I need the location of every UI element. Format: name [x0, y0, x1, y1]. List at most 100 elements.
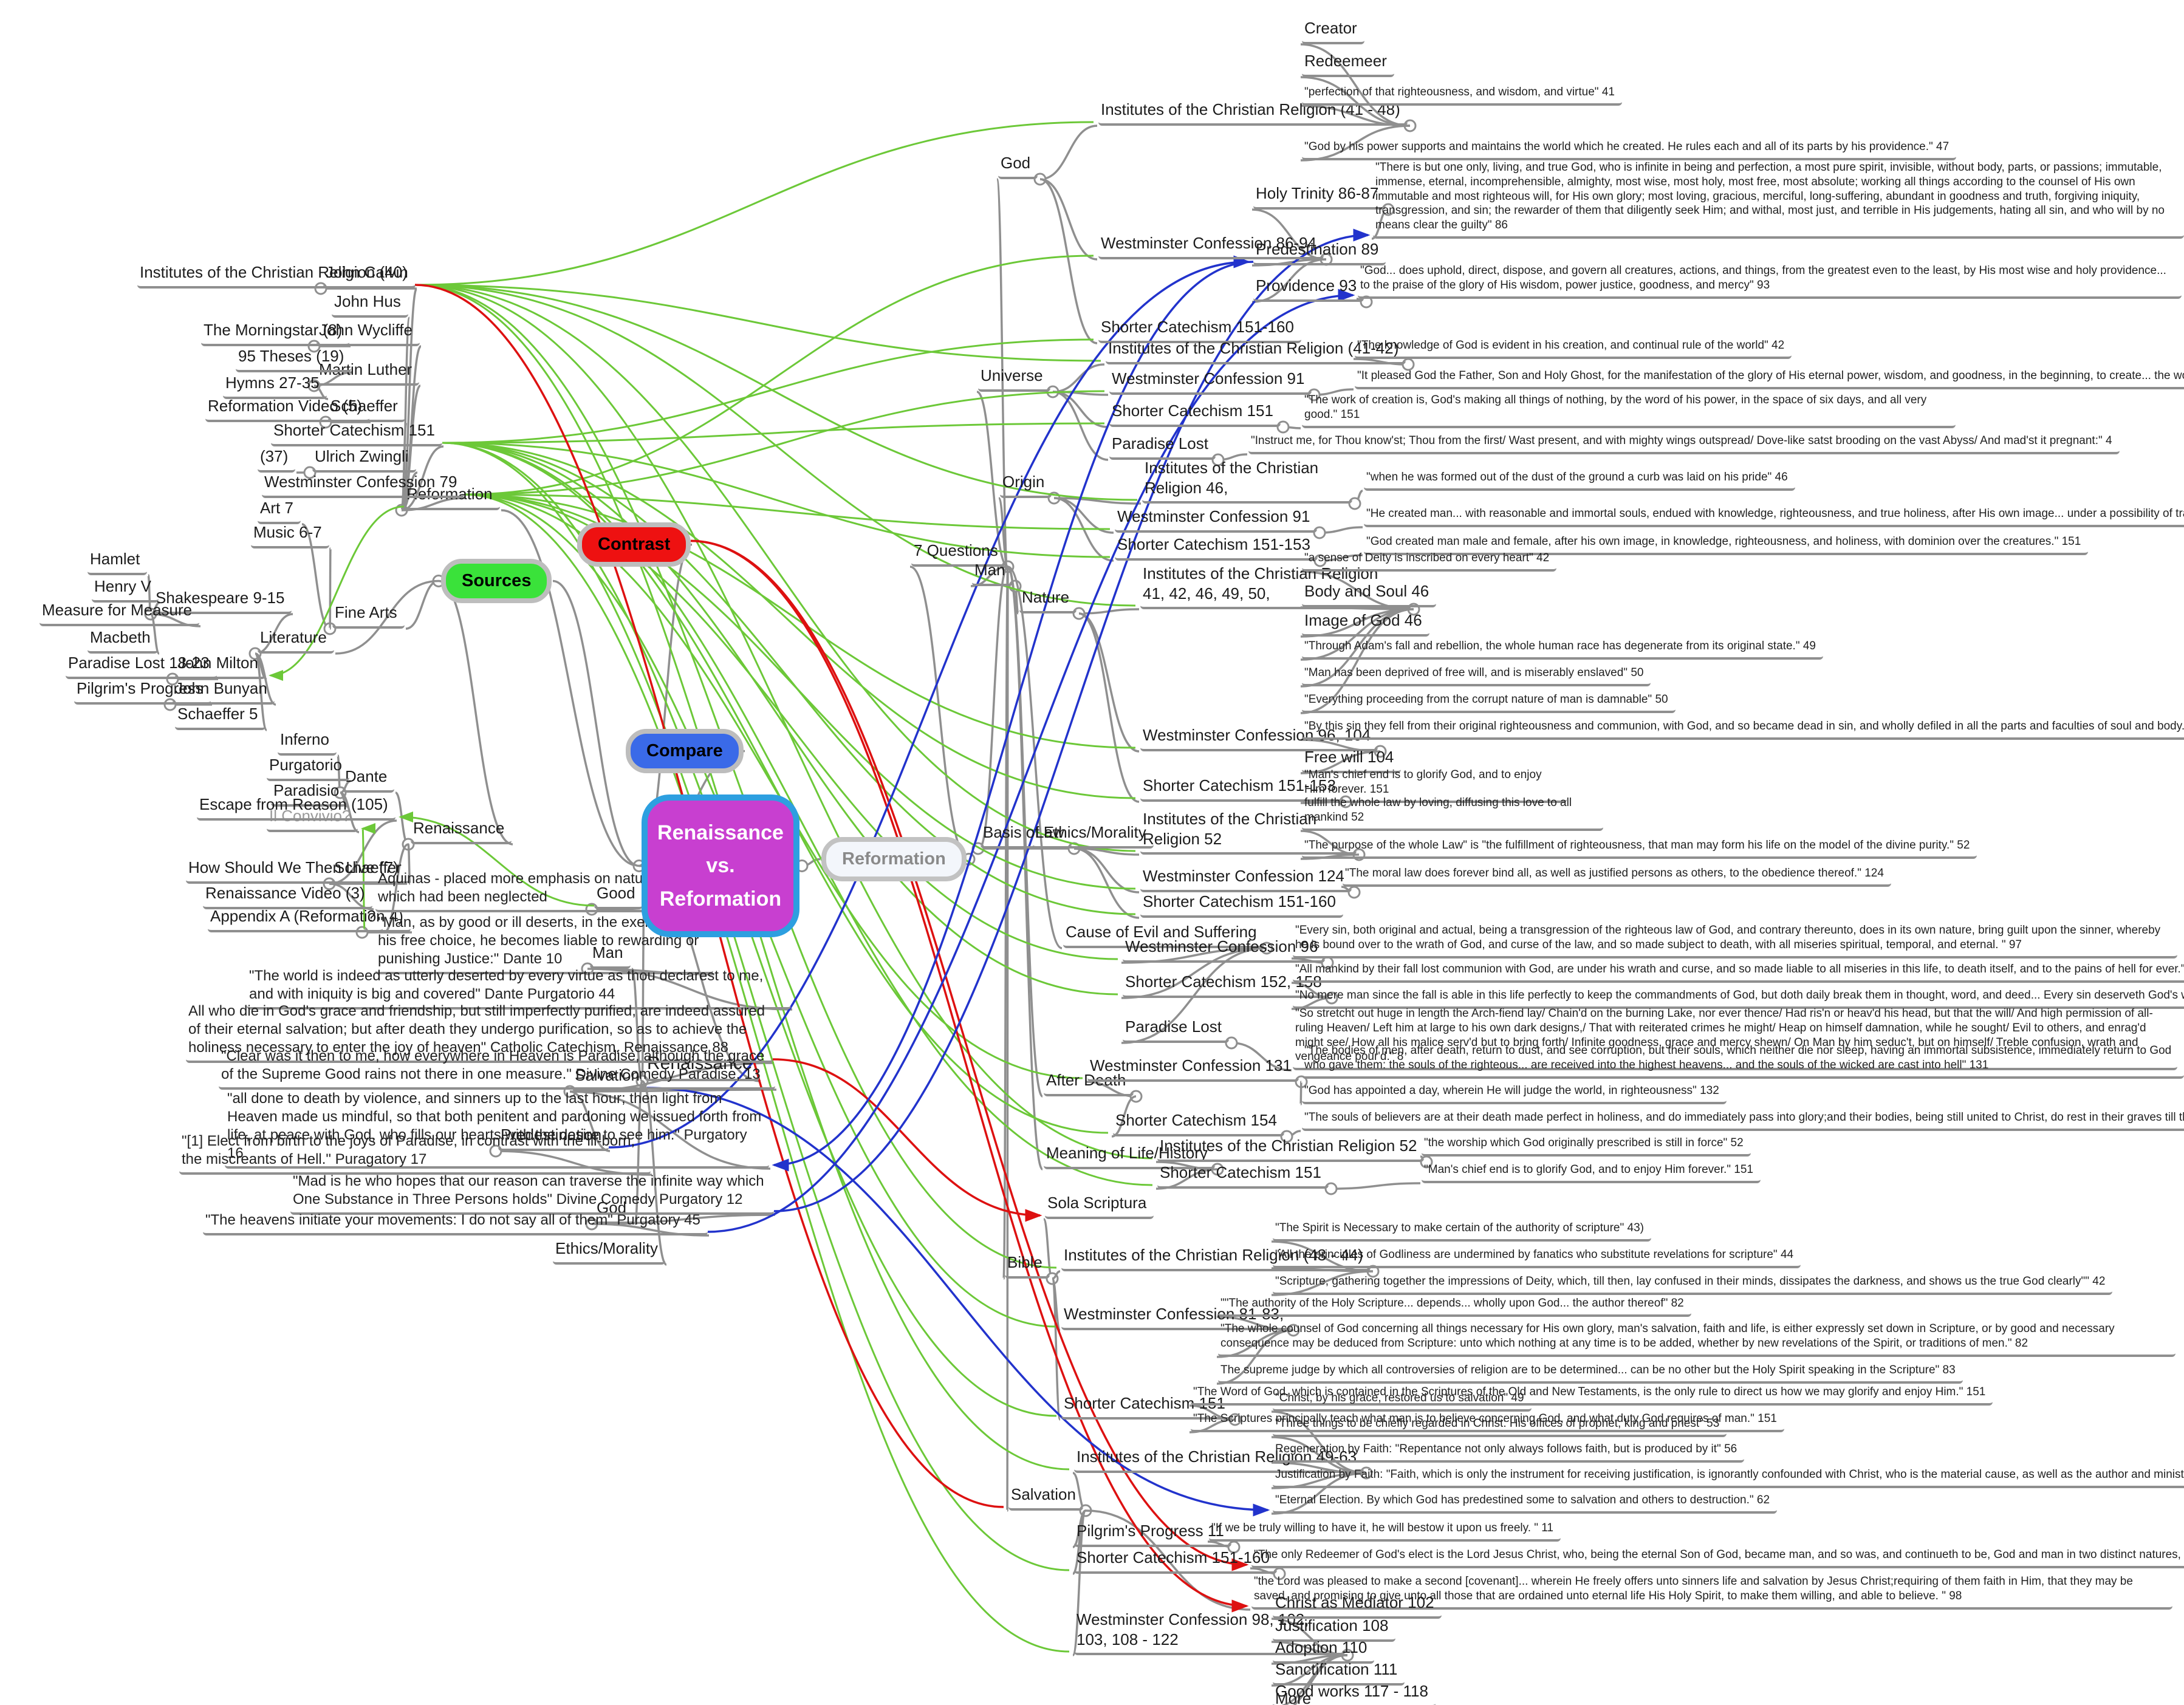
- node-johnBunyan[interactable]: John Bunyan: [173, 677, 275, 705]
- node-plUq[interactable]: "Instruct me, for Thou know'st; Thou fro…: [1248, 432, 2120, 454]
- node-qBible[interactable]: Bible: [1005, 1251, 1050, 1279]
- node-holyTrinity[interactable]: Holy Trinity 86-87: [1253, 182, 1386, 210]
- node-measure[interactable]: Measure for Measure: [39, 599, 200, 626]
- node-sc151153o[interactable]: Shorter Catechism 151-153: [1115, 533, 1318, 561]
- node-n37[interactable]: (37): [258, 445, 296, 473]
- node-supremeJudge[interactable]: The supreme judge by which all controver…: [1218, 1362, 1963, 1384]
- node-paradiseQuote[interactable]: "Clear was it then to me, how everywhere…: [219, 1046, 775, 1090]
- tag-sourcesTag[interactable]: Sources: [441, 559, 552, 603]
- node-deprived[interactable]: "Man has been deprived of free will, and…: [1302, 665, 1651, 686]
- node-sc151m[interactable]: Shorter Catechism 151: [1157, 1161, 1329, 1189]
- node-plU[interactable]: Paradise Lost: [1109, 432, 1216, 460]
- node-justif[interactable]: Justification by Faith: "Faith, which is…: [1273, 1466, 2184, 1488]
- node-sc151uq[interactable]: "The work of creation is, God's making a…: [1302, 392, 1956, 428]
- node-wc124q[interactable]: "The moral law does forever bind all, as…: [1343, 865, 1891, 887]
- node-dante[interactable]: Dante: [343, 765, 395, 793]
- node-sc152158[interactable]: Shorter Catechism 152, 158: [1123, 971, 1329, 998]
- node-plCq[interactable]: "So stretcht out huge in length the Arch…: [1293, 1005, 2177, 1070]
- node-purg44Quote[interactable]: "The world is indeed as utterly deserted…: [247, 966, 791, 1010]
- node-mediator[interactable]: Christ as Mediator 102: [1273, 1591, 1442, 1619]
- node-sc151160g[interactable]: Shorter Catechism 151-160: [1098, 316, 1301, 343]
- node-justif108[interactable]: Justification 108: [1273, 1614, 1396, 1642]
- node-icr4142q[interactable]: "The knowledge of God is evident in his …: [1355, 337, 1792, 359]
- node-shakespeare[interactable]: Shakespeare 9-15: [153, 587, 292, 614]
- node-wc8183[interactable]: Westminster Confession 81-83,: [1061, 1303, 1292, 1330]
- node-wholeCounsel[interactable]: "The whole counsel of God concerning all…: [1218, 1321, 2175, 1357]
- node-qOrigin[interactable]: Origin: [1000, 471, 1052, 498]
- node-principles[interactable]: "All the principles of Godliness are und…: [1273, 1246, 1801, 1268]
- node-sc151153n[interactable]: Shorter Catechism 151-153: [1140, 774, 1343, 802]
- node-wc91oq[interactable]: "He created man... with reasonable and i…: [1364, 505, 2184, 527]
- node-threeThings[interactable]: "Three things to be chiefly regarded in …: [1273, 1415, 1727, 1437]
- node-wc96104q[interactable]: "By this sin they fell from their origin…: [1302, 718, 2184, 740]
- node-sc151160law[interactable]: Shorter Catechism 151-160: [1140, 890, 1343, 918]
- node-martinLuther[interactable]: Martin Luther: [317, 358, 420, 386]
- node-renSalvation[interactable]: Salvation: [572, 1064, 647, 1092]
- node-renEthics[interactable]: Ethics/Morality: [553, 1237, 666, 1265]
- node-sc158q[interactable]: "No mere man since the fall is able in t…: [1293, 987, 2184, 1009]
- node-purpose[interactable]: "The purpose of the whole Law" is "the f…: [1302, 837, 1977, 859]
- node-renSources[interactable]: Renaissance: [411, 817, 512, 844]
- node-johnWycliffe[interactable]: John Wycliffe: [317, 319, 420, 346]
- node-eternalElec[interactable]: "Eternal Election. By which God has pred…: [1273, 1492, 1778, 1514]
- node-refTopic[interactable]: Reformation: [404, 483, 500, 510]
- node-purgatorio[interactable]: Purgatorio: [267, 754, 349, 781]
- node-purgatory12Quote[interactable]: "Mad is he who hopes that our reason can…: [290, 1171, 774, 1215]
- node-regen[interactable]: Regeneration by Faith: "Repentance not o…: [1273, 1441, 1745, 1463]
- node-godPower47[interactable]: "God by his power supports and maintains…: [1302, 138, 1957, 160]
- node-providence93[interactable]: Providence 93: [1253, 275, 1364, 302]
- node-icr52m[interactable]: Institutes of the Christian Religion 52: [1157, 1135, 1425, 1162]
- node-qMeaning[interactable]: Meaning of Life/History: [1044, 1142, 1215, 1169]
- node-wc91u[interactable]: Westminster Confession 91: [1109, 367, 1312, 395]
- node-inferno[interactable]: Inferno: [278, 728, 337, 756]
- node-wc91uq[interactable]: "It pleased God the Father, Son and Holy…: [1355, 367, 2184, 389]
- node-redeemerQuote[interactable]: "The only Redeemer of God's elect is the…: [1251, 1546, 2184, 1568]
- node-icr40[interactable]: Institutes of the Christian Religion (40…: [137, 261, 415, 289]
- node-covenantQuote[interactable]: "the Lord was pleased to make a second […: [1251, 1573, 2172, 1610]
- node-spiritNec[interactable]: "The Spirit is Necessary to make certain…: [1273, 1220, 1651, 1242]
- node-scriptureGath[interactable]: "Scripture, gathering together the impre…: [1273, 1273, 2113, 1295]
- node-purg17Quote[interactable]: "[1] Elect from birth to the joys of Par…: [179, 1131, 651, 1175]
- node-icr52law[interactable]: Institutes of the Christian Religion 52: [1140, 808, 1357, 855]
- node-renVideo3[interactable]: Renaissance Video (3): [203, 882, 372, 909]
- node-christGrace[interactable]: "Christ, by his grace, restored us to sa…: [1273, 1390, 1532, 1412]
- node-renMan[interactable]: Man: [590, 941, 631, 969]
- node-redeemeer[interactable]: Redeemeer: [1302, 50, 1394, 77]
- node-sc151160s[interactable]: Shorter Catechism 151-160: [1074, 1546, 1277, 1574]
- node-qUniverse[interactable]: Universe: [978, 364, 1050, 392]
- tag-refPillTag[interactable]: Reformation: [821, 837, 967, 881]
- node-wc91o[interactable]: Westminster Confession 91: [1115, 505, 1318, 533]
- node-wc96c[interactable]: Westminster Confession 96: [1123, 935, 1326, 963]
- node-shorterCat151L[interactable]: Shorter Catechism 151: [271, 419, 442, 446]
- node-escapeReason[interactable]: Escape from Reason (105): [197, 793, 395, 821]
- node-macbeth[interactable]: Macbeth: [87, 626, 158, 654]
- node-theses95[interactable]: 95 Theses (19): [236, 345, 352, 372]
- node-sc151153nq[interactable]: "Man's chief end is to glorify God, and …: [1302, 767, 1567, 803]
- node-icr4963[interactable]: Institutes of the Christian Religion 49-…: [1074, 1446, 1364, 1473]
- node-pilgrims11q[interactable]: "If we be truly willing to have it, he w…: [1209, 1520, 1561, 1542]
- node-zwingli[interactable]: Ulrich Zwingli: [312, 445, 416, 473]
- node-paradisio[interactable]: Paradisio: [271, 779, 347, 807]
- node-authority[interactable]: ""The authority of the Holy Scripture...…: [1218, 1295, 1691, 1317]
- root-topic[interactable]: Renaissance vs. Reformation: [642, 794, 799, 938]
- node-sc151mq[interactable]: "Man's chief end is to glorify God, and …: [1422, 1161, 1761, 1183]
- tag-compareTag[interactable]: Compare: [626, 729, 744, 773]
- node-sc152q[interactable]: "All mankind by their fall lost communio…: [1293, 961, 2184, 983]
- node-perf41[interactable]: "perfection of that righteousness, and w…: [1302, 84, 1622, 106]
- node-henryV[interactable]: Henry V: [92, 575, 159, 603]
- node-wc98[interactable]: Westminster Confession 98, 102, 103, 108…: [1074, 1608, 1345, 1655]
- node-plC[interactable]: Paradise Lost: [1123, 1016, 1229, 1043]
- node-sanctif[interactable]: Sanctification 111: [1273, 1658, 1405, 1686]
- node-schaeffer5[interactable]: Schaeffer 5: [175, 703, 265, 730]
- node-htQuote[interactable]: "There is but one only, living, and true…: [1373, 159, 2184, 239]
- node-everything[interactable]: "Everything proceeding from the corrupt …: [1302, 691, 1676, 713]
- node-wc131q[interactable]: "The bodies of men, after death, return …: [1302, 1042, 2184, 1079]
- node-plost1823[interactable]: Paradise Lost 18-23: [66, 652, 217, 679]
- node-icr46q[interactable]: "when he was formed out of the dust of t…: [1364, 469, 1795, 491]
- node-solaScriptura[interactable]: Sola Scriptura: [1045, 1192, 1154, 1219]
- node-cathCatQuote[interactable]: All who die in God's grace and friendshi…: [186, 1001, 773, 1063]
- node-fulfill[interactable]: fulfill the whole law by loving, diffusi…: [1302, 794, 1603, 831]
- node-renPredest[interactable]: Predestination: [498, 1124, 609, 1151]
- node-senseDeity[interactable]: "a sense of Deity is inscribed on every …: [1302, 550, 1557, 572]
- node-sc154[interactable]: Shorter Catechism 154: [1113, 1109, 1284, 1136]
